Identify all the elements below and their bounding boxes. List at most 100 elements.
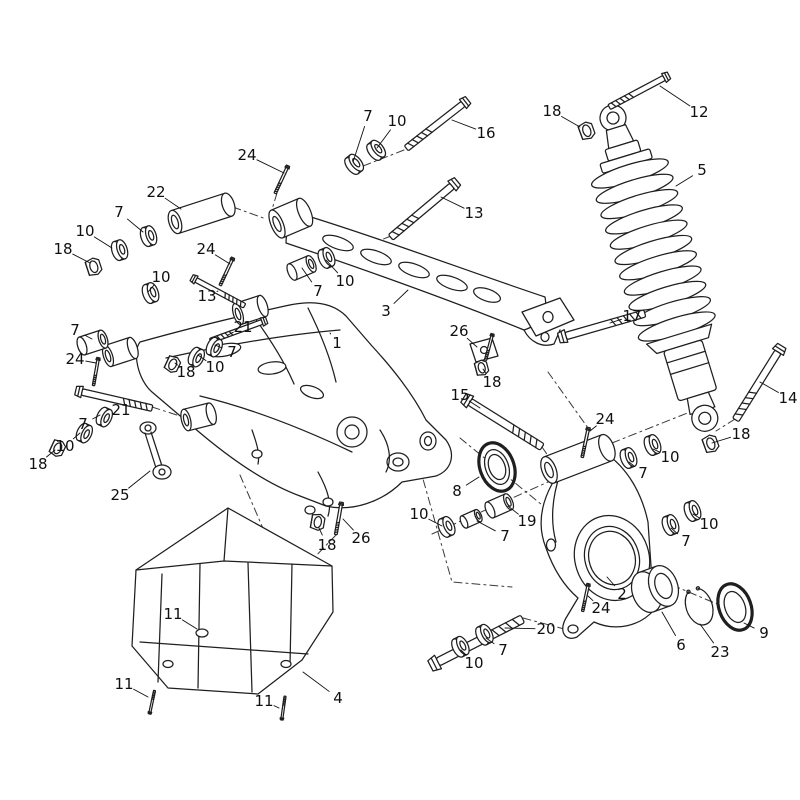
- callout-11: 11: [114, 675, 133, 693]
- leader-line: [629, 462, 634, 466]
- leader-line: [330, 333, 331, 334]
- leader-line: [182, 620, 197, 629]
- screw-11: [147, 689, 157, 715]
- leader-line: [610, 319, 622, 323]
- callout-15: 15: [450, 386, 469, 404]
- leader-line: [86, 361, 96, 363]
- callout-13: 13: [464, 204, 483, 222]
- leader-line: [85, 335, 92, 339]
- leader-line: [452, 120, 476, 129]
- callout-24: 24: [196, 240, 215, 258]
- callout-10: 10: [55, 437, 74, 455]
- callout-5: 5: [697, 161, 707, 179]
- callout-22: 22: [146, 183, 165, 201]
- callout-9: 9: [759, 624, 769, 642]
- leader-line: [198, 355, 206, 361]
- leader-line: [129, 471, 150, 488]
- leader-line: [700, 624, 714, 643]
- leader-line: [562, 116, 580, 127]
- leader-line: [303, 672, 329, 691]
- leader-line: [607, 577, 615, 586]
- stabilizer-link-25: [140, 422, 171, 479]
- callout-7: 7: [681, 532, 691, 550]
- bracket-26: [470, 338, 498, 362]
- callout-24: 24: [595, 410, 614, 428]
- leader-line: [662, 612, 676, 635]
- leader-line: [274, 706, 279, 708]
- leader-line: [326, 260, 338, 273]
- washer-7: [341, 151, 367, 178]
- callout-16: 16: [476, 124, 495, 142]
- bearing-6: [626, 561, 684, 616]
- washer-10: [108, 237, 131, 263]
- callout-7: 7: [313, 282, 323, 300]
- nut-18: [700, 432, 721, 455]
- leader-line: [148, 285, 154, 292]
- leader-line: [165, 198, 181, 209]
- washer-10: [363, 137, 389, 164]
- leader-line: [215, 255, 230, 264]
- bolt-24: [91, 357, 101, 387]
- leader-line: [394, 290, 408, 303]
- leader-line: [467, 338, 477, 347]
- callout-7: 7: [114, 203, 124, 221]
- bolt-16: [402, 95, 473, 154]
- leader-line: [466, 477, 479, 485]
- callout-18: 18: [482, 373, 501, 391]
- leader-line: [676, 176, 693, 186]
- leader-line: [319, 528, 322, 535]
- callout-20: 20: [536, 620, 555, 638]
- screw-11: [279, 695, 287, 721]
- callout-12: 12: [689, 103, 708, 121]
- callout-17: 17: [622, 307, 641, 325]
- callout-10: 10: [387, 112, 406, 130]
- callout-6: 6: [676, 636, 686, 654]
- callout-7: 7: [78, 415, 88, 433]
- callout-10: 10: [464, 654, 483, 672]
- leader-line: [215, 345, 222, 348]
- callout-18: 18: [53, 240, 72, 258]
- leader-line: [653, 449, 660, 452]
- callout-24: 24: [237, 146, 256, 164]
- bolt-12: [606, 70, 672, 112]
- callout-18: 18: [542, 102, 561, 120]
- callout-7: 7: [363, 107, 373, 125]
- leader-line: [744, 623, 754, 628]
- callout-18: 18: [731, 425, 750, 443]
- nut-18: [309, 512, 326, 532]
- skid-plate: [132, 508, 333, 694]
- callout-2: 2: [617, 585, 627, 603]
- leader-line: [228, 332, 233, 335]
- callout-10: 10: [699, 515, 718, 533]
- callout-18: 18: [28, 455, 47, 473]
- leader-line: [671, 528, 678, 534]
- bolt-24: [217, 256, 236, 287]
- leader-line: [588, 596, 593, 601]
- leader-line: [353, 126, 365, 162]
- callout-7: 7: [498, 641, 508, 659]
- leader-line: [175, 363, 177, 365]
- callout-23: 23: [710, 643, 729, 661]
- callout-21: 21: [111, 401, 130, 419]
- callout-7: 7: [500, 527, 510, 545]
- leader-line: [127, 219, 143, 232]
- nut-18: [576, 119, 597, 142]
- bushing-7: [458, 508, 485, 530]
- callout-8: 8: [452, 482, 462, 500]
- callout-19: 19: [517, 512, 536, 530]
- leader-line: [302, 268, 312, 282]
- callout-18: 18: [176, 363, 195, 381]
- leader-line: [93, 415, 100, 419]
- callout-7: 7: [227, 343, 237, 361]
- spacer-19: [482, 491, 517, 520]
- callout-3: 3: [381, 302, 391, 320]
- frame-bracket: [522, 298, 574, 336]
- callout-10: 10: [151, 268, 170, 286]
- leader-line: [134, 689, 148, 697]
- leader-line: [486, 638, 494, 644]
- leader-line: [477, 521, 495, 531]
- callout-11: 11: [254, 692, 273, 710]
- callout-10: 10: [335, 272, 354, 290]
